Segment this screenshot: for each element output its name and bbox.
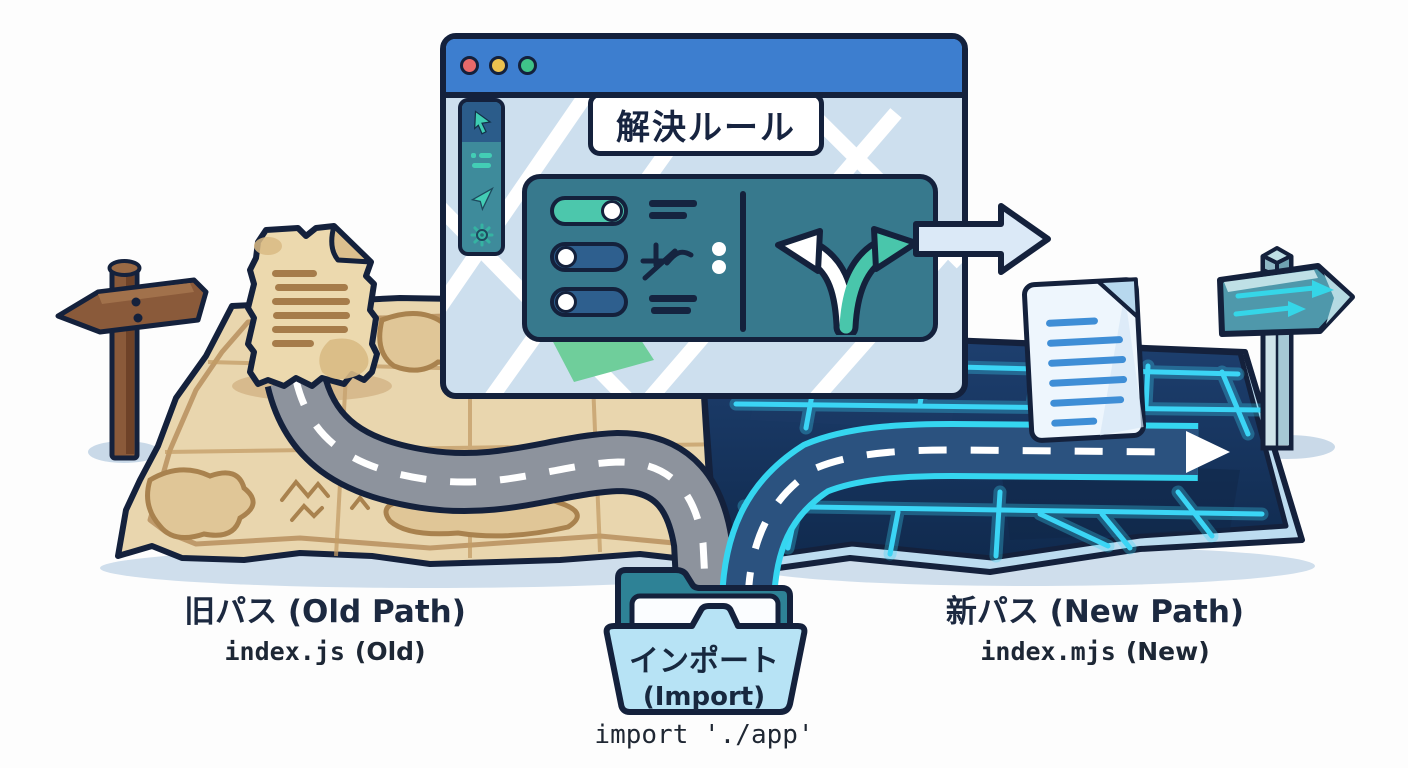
rule-1-label-lines [649,200,697,207]
rules-panel [522,174,938,342]
panel-divider [740,191,746,332]
navigation-icon [470,187,494,212]
old-path-title: 旧パス (Old Path) [184,594,466,630]
new-path-suffix: (New) [1125,637,1210,666]
new-file-document [1022,277,1146,443]
wooden-signpost [55,259,209,461]
toggle-knob [555,291,577,313]
resolution-rules-title: 解決ルール [588,98,824,156]
rule-1-label-lines [649,212,687,219]
toggle-knob [555,246,577,268]
toggle-knob [601,200,623,222]
new-path-caption: 新パス (New Path) index.mjs (New) [905,586,1285,666]
settings-tool[interactable] [462,217,501,252]
rule-3-label-lines [651,307,691,314]
close-button[interactable] [460,56,479,75]
old-path-filename: index.js [224,637,345,666]
rule-toggle-3[interactable] [550,287,628,317]
cursor-tool[interactable] [462,102,501,143]
rule-3-label-lines [649,295,697,302]
road-arrow-icon [1186,431,1230,473]
old-road [264,371,738,602]
new-road [719,420,1230,602]
gear-icon [470,223,493,247]
teal-signpost [1217,246,1355,451]
fork-right-arrow [871,226,919,272]
navigate-tool[interactable] [462,179,501,217]
folder-label-jp: インポート [629,644,779,679]
folder-label-en: (Import) [642,682,766,712]
sign-direction-arrows [1233,280,1334,317]
rule-toggle-1[interactable] [550,196,628,226]
rule-toggle-2[interactable] [550,242,628,272]
map-toolbar [458,98,505,256]
old-path-caption: 旧パス (Old Path) index.js (Old) [140,586,510,666]
scroll-text-lines [272,270,350,347]
old-path-suffix: (Old) [354,637,426,666]
old-map-mountains [280,478,370,522]
new-path-filename: index.mjs [980,637,1116,666]
fork-left-arrow [775,228,823,274]
old-scroll-document [245,223,380,389]
import-folder [603,567,808,715]
document-text-lines [1046,317,1128,427]
window-content: 解決ルール [446,98,962,393]
list-icon [470,152,492,168]
cursor-icon [473,110,492,135]
folder-front [603,603,808,715]
output-arrow-icon [913,203,1051,275]
import-folder-caption: インポート (Import) [608,636,800,712]
minimize-button[interactable] [489,56,508,75]
maximize-button[interactable] [518,56,537,75]
list-tool[interactable] [462,142,501,179]
fork-directions-icon [775,226,919,335]
rule-2-branch-glyph [640,242,726,281]
browser-window: 解決ルール [440,33,968,399]
window-titlebar [446,39,962,98]
import-code-line: import './app' [594,720,814,750]
new-path-title: 新パス (New Path) [945,594,1245,630]
